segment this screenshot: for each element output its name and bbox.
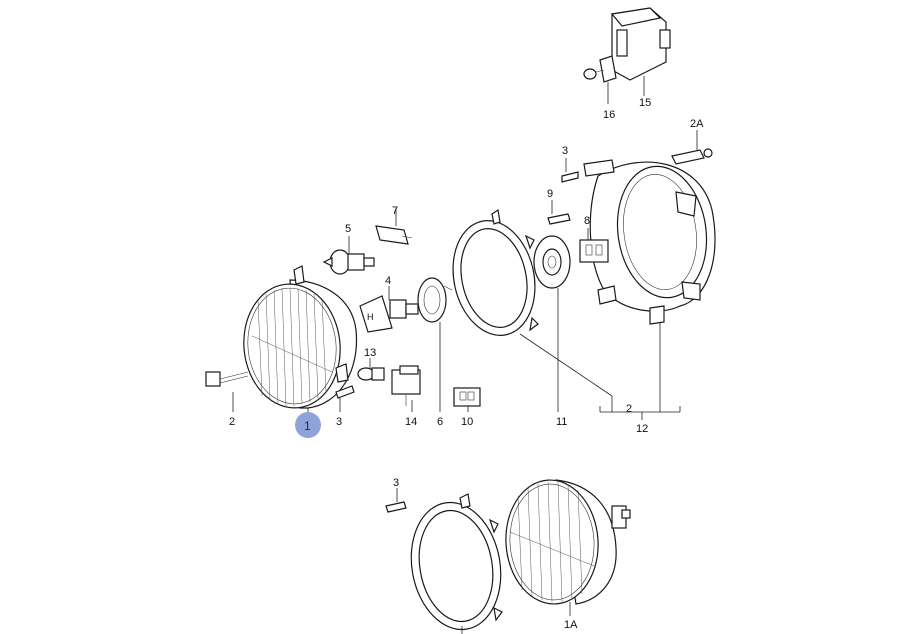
holder-14-part[interactable]	[391, 365, 421, 406]
cover-7-part[interactable]	[375, 225, 413, 245]
callout-3-top: 3	[562, 145, 568, 157]
range-control-motor-part[interactable]	[583, 7, 671, 83]
callout-1a: 1A	[564, 619, 578, 631]
screw-3-top-part[interactable]	[561, 171, 579, 183]
bulb-5-part[interactable]	[322, 249, 375, 275]
callout-16: 16	[603, 109, 615, 121]
callout-9: 9	[547, 188, 553, 200]
bulb-4-part[interactable]: H	[359, 295, 419, 333]
socket-10-part[interactable]	[453, 387, 481, 407]
adjuster-11-part[interactable]	[533, 235, 571, 289]
callout-3-bottom: 3	[393, 477, 399, 489]
connector-8-part[interactable]	[579, 239, 609, 263]
bulb-2a-part[interactable]	[671, 148, 713, 165]
callout-10: 10	[461, 416, 473, 428]
headlight-1-part[interactable]	[238, 265, 358, 413]
spring-6-part[interactable]	[417, 277, 453, 323]
selected-callout-1[interactable]: 1	[295, 412, 321, 438]
screw-2-part[interactable]	[205, 371, 249, 387]
headlight-1a-part[interactable]	[502, 477, 631, 607]
screw-3-left-part[interactable]	[335, 385, 355, 399]
mounting-frame-part[interactable]	[583, 159, 716, 325]
callout-6: 6	[437, 416, 443, 428]
bottom-trim-ring-part[interactable]	[402, 493, 511, 634]
clip-9-part[interactable]	[547, 213, 571, 225]
callout-7: 7	[392, 205, 398, 217]
callout-1: 1	[304, 419, 311, 433]
callout-14: 14	[405, 416, 417, 428]
trim-ring-part[interactable]	[443, 208, 545, 343]
callout-15: 15	[639, 97, 651, 109]
callout-11: 11	[556, 416, 567, 428]
callout-2a: 2A	[690, 118, 704, 130]
callout-2-group: 2	[626, 403, 632, 415]
callout-3-left: 3	[336, 416, 342, 428]
screw-3-bottom-part[interactable]	[385, 501, 407, 513]
callout-8: 8	[584, 215, 590, 227]
svg-text:H: H	[367, 312, 374, 322]
bulb-13-part[interactable]	[357, 367, 385, 381]
callout-2-screw: 2	[229, 416, 235, 428]
callout-5: 5	[345, 223, 351, 235]
callout-12: 12	[636, 423, 648, 435]
callout-4: 4	[385, 275, 391, 287]
callout-13: 13	[364, 347, 376, 359]
